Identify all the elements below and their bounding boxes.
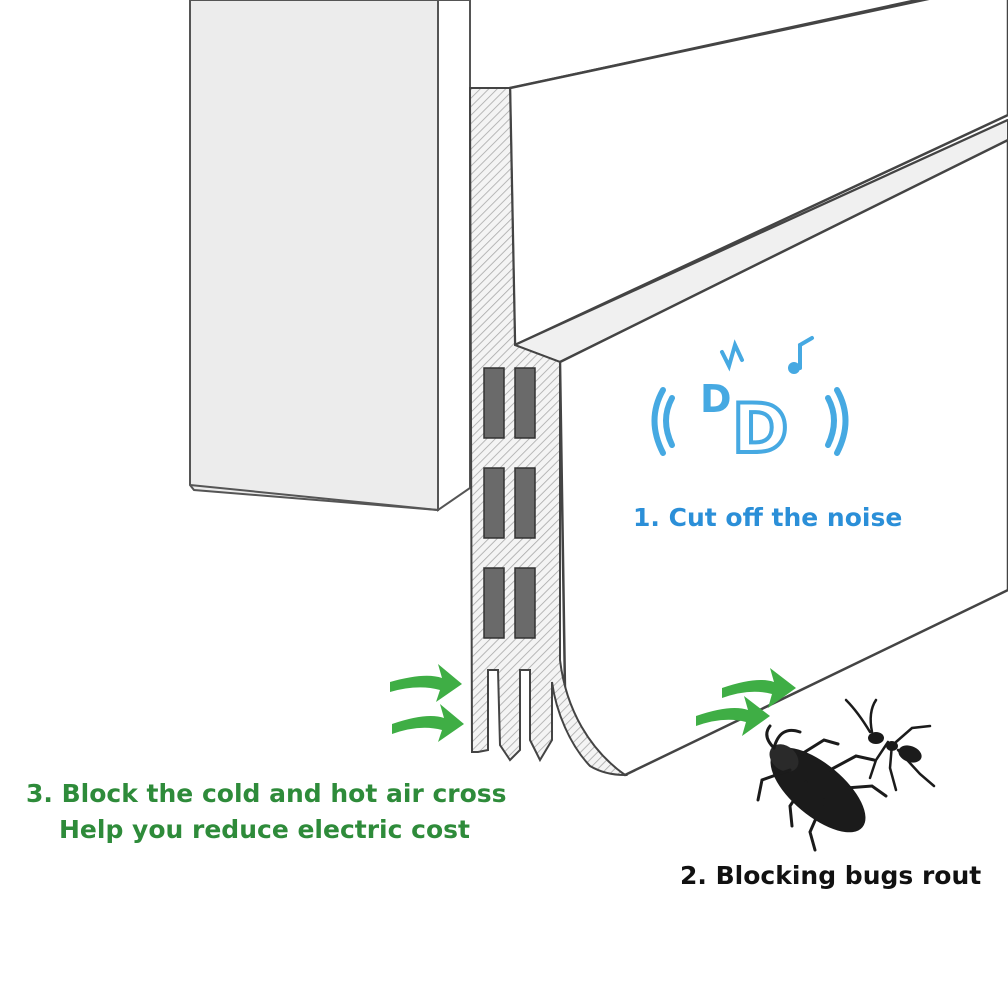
caption-block-air-line2: Help you reduce electric cost	[59, 815, 470, 844]
door-panel	[189, 0, 471, 512]
caption-block-air: 3. Block the cold and hot air cross Help…	[26, 776, 507, 848]
green-airflow-arrow-icon	[390, 664, 796, 742]
caption-blocking-bugs: 2. Blocking bugs rout	[680, 861, 982, 890]
svg-text:D: D	[732, 390, 788, 469]
caption-block-air-line1: 3. Block the cold and hot air cross	[26, 779, 507, 808]
speaker-music-notes-icon: D D	[651, 336, 849, 471]
caption-cut-noise: 1. Cut off the noise	[633, 503, 903, 532]
seal-cross-section	[468, 87, 629, 777]
cockroach-icon	[756, 724, 888, 852]
svg-text:D: D	[700, 377, 732, 421]
ant-icon	[844, 698, 936, 792]
